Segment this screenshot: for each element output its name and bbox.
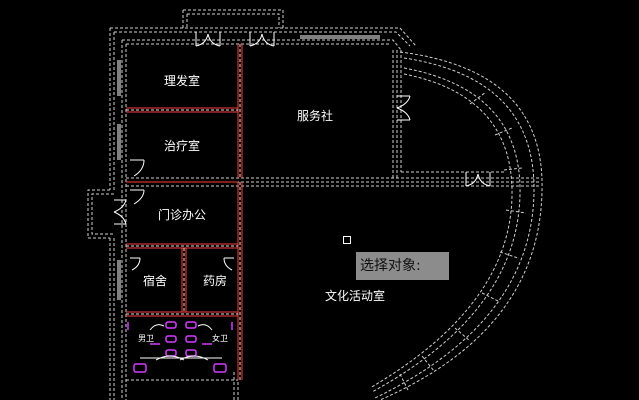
command-prompt-tooltip: 选择对象: [356, 252, 449, 280]
toilet-fixtures [127, 321, 233, 373]
room-label-service: 服务社 [297, 109, 334, 123]
exterior-walls [87, 9, 540, 400]
room-label-pharmacy: 药房 [203, 274, 228, 288]
interior-partitions [126, 44, 243, 380]
pick-cursor-box [343, 236, 351, 244]
room-label-women-wc: 女卫 [212, 334, 228, 343]
room-label-clinic-office: 门诊办公 [158, 208, 207, 222]
curved-wall [369, 51, 543, 400]
room-label-dorm: 宿舍 [143, 274, 168, 288]
room-label-treatment: 治疗室 [164, 139, 201, 153]
room-label-barber: 理发室 [164, 74, 201, 88]
room-label-activity: 文化活动室 [325, 289, 386, 303]
partition-dashes [126, 44, 241, 380]
windows [117, 35, 380, 300]
room-label-men-wc: 男卫 [138, 334, 154, 343]
doors [113, 32, 491, 271]
toilet-partitions [140, 324, 222, 361]
